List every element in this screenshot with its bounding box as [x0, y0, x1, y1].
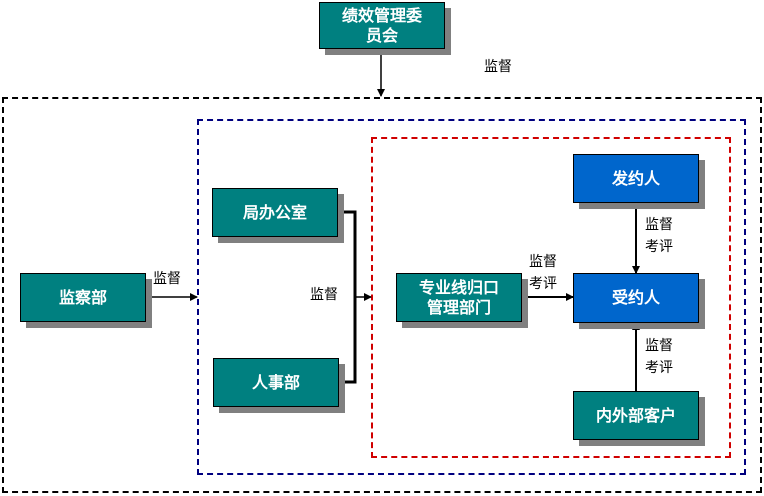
committee-supervise-label: 监督: [484, 59, 512, 75]
line-mgmt-dept-node: 专业线归口 管理部门: [396, 273, 522, 322]
contractor-node: 受约人: [573, 273, 699, 323]
customers-to-contractor-label: 监督 考评: [645, 338, 673, 376]
outer-dashed-frame: [2, 97, 762, 493]
office-hr-bracket: [338, 210, 357, 384]
line-to-contractor-label: 监督 考评: [529, 254, 557, 292]
committee-node: 绩效管理委 员会: [319, 2, 445, 49]
inner-dashed-frame: [371, 137, 731, 458]
office-hr-label: 监督: [310, 287, 338, 303]
issuer-node: 发约人: [573, 154, 699, 203]
customers-node: 内外部客户: [573, 391, 699, 440]
bureau-office-node: 局办公室: [212, 188, 338, 237]
middle-dashed-frame: [197, 119, 746, 475]
hr-dept-node: 人事部: [213, 358, 339, 407]
issuer-to-contractor-label: 监督 考评: [645, 217, 673, 255]
supervision-dept-label: 监督: [153, 271, 181, 287]
supervision-dept-node: 监察部: [20, 273, 146, 322]
